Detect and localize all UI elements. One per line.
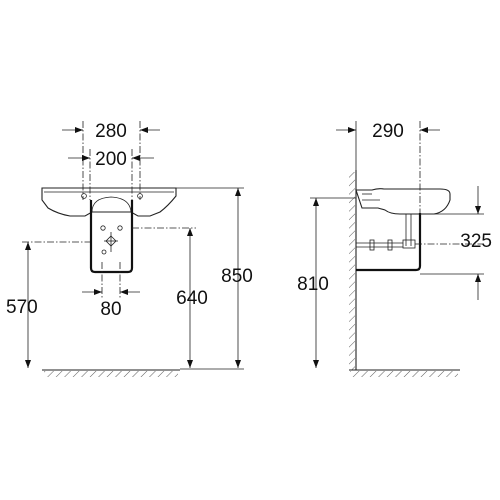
dim-side-trap-height: 325 [415, 186, 492, 300]
dim-front-pedestal: 80 [82, 262, 140, 320]
dim-front-height-total: 850 [176, 187, 253, 370]
dim-front-height-pedestal: 640 [132, 227, 208, 368]
side-basin [355, 188, 451, 215]
dim-front-height-bottom: 570 [6, 241, 90, 368]
front-basin [41, 187, 177, 217]
dim-front-width-outer: 280 [62, 121, 160, 200]
dim-label-200: 200 [95, 149, 127, 170]
dim-side-height-total: 810 [297, 197, 356, 368]
dim-side-depth: 290 [336, 121, 440, 214]
side-view: 290 325 810 [297, 121, 492, 377]
dim-label-290: 290 [372, 121, 404, 142]
front-pedestal [89, 200, 134, 274]
side-trap [356, 214, 416, 251]
side-floor [349, 369, 460, 377]
front-floor [42, 369, 180, 377]
dim-front-width-inner: 200 [68, 149, 154, 200]
valve-icon [100, 225, 123, 255]
front-view: 280 200 80 570 [6, 121, 253, 377]
dim-label-80: 80 [100, 299, 121, 320]
dim-label-570: 570 [6, 297, 38, 318]
side-wall [349, 170, 357, 370]
dim-label-280: 280 [95, 121, 127, 142]
dim-label-640: 640 [176, 288, 208, 309]
dim-label-850: 850 [221, 266, 253, 287]
dim-label-325: 325 [460, 231, 492, 252]
dim-label-810: 810 [297, 274, 329, 295]
side-pedestal [356, 213, 422, 272]
